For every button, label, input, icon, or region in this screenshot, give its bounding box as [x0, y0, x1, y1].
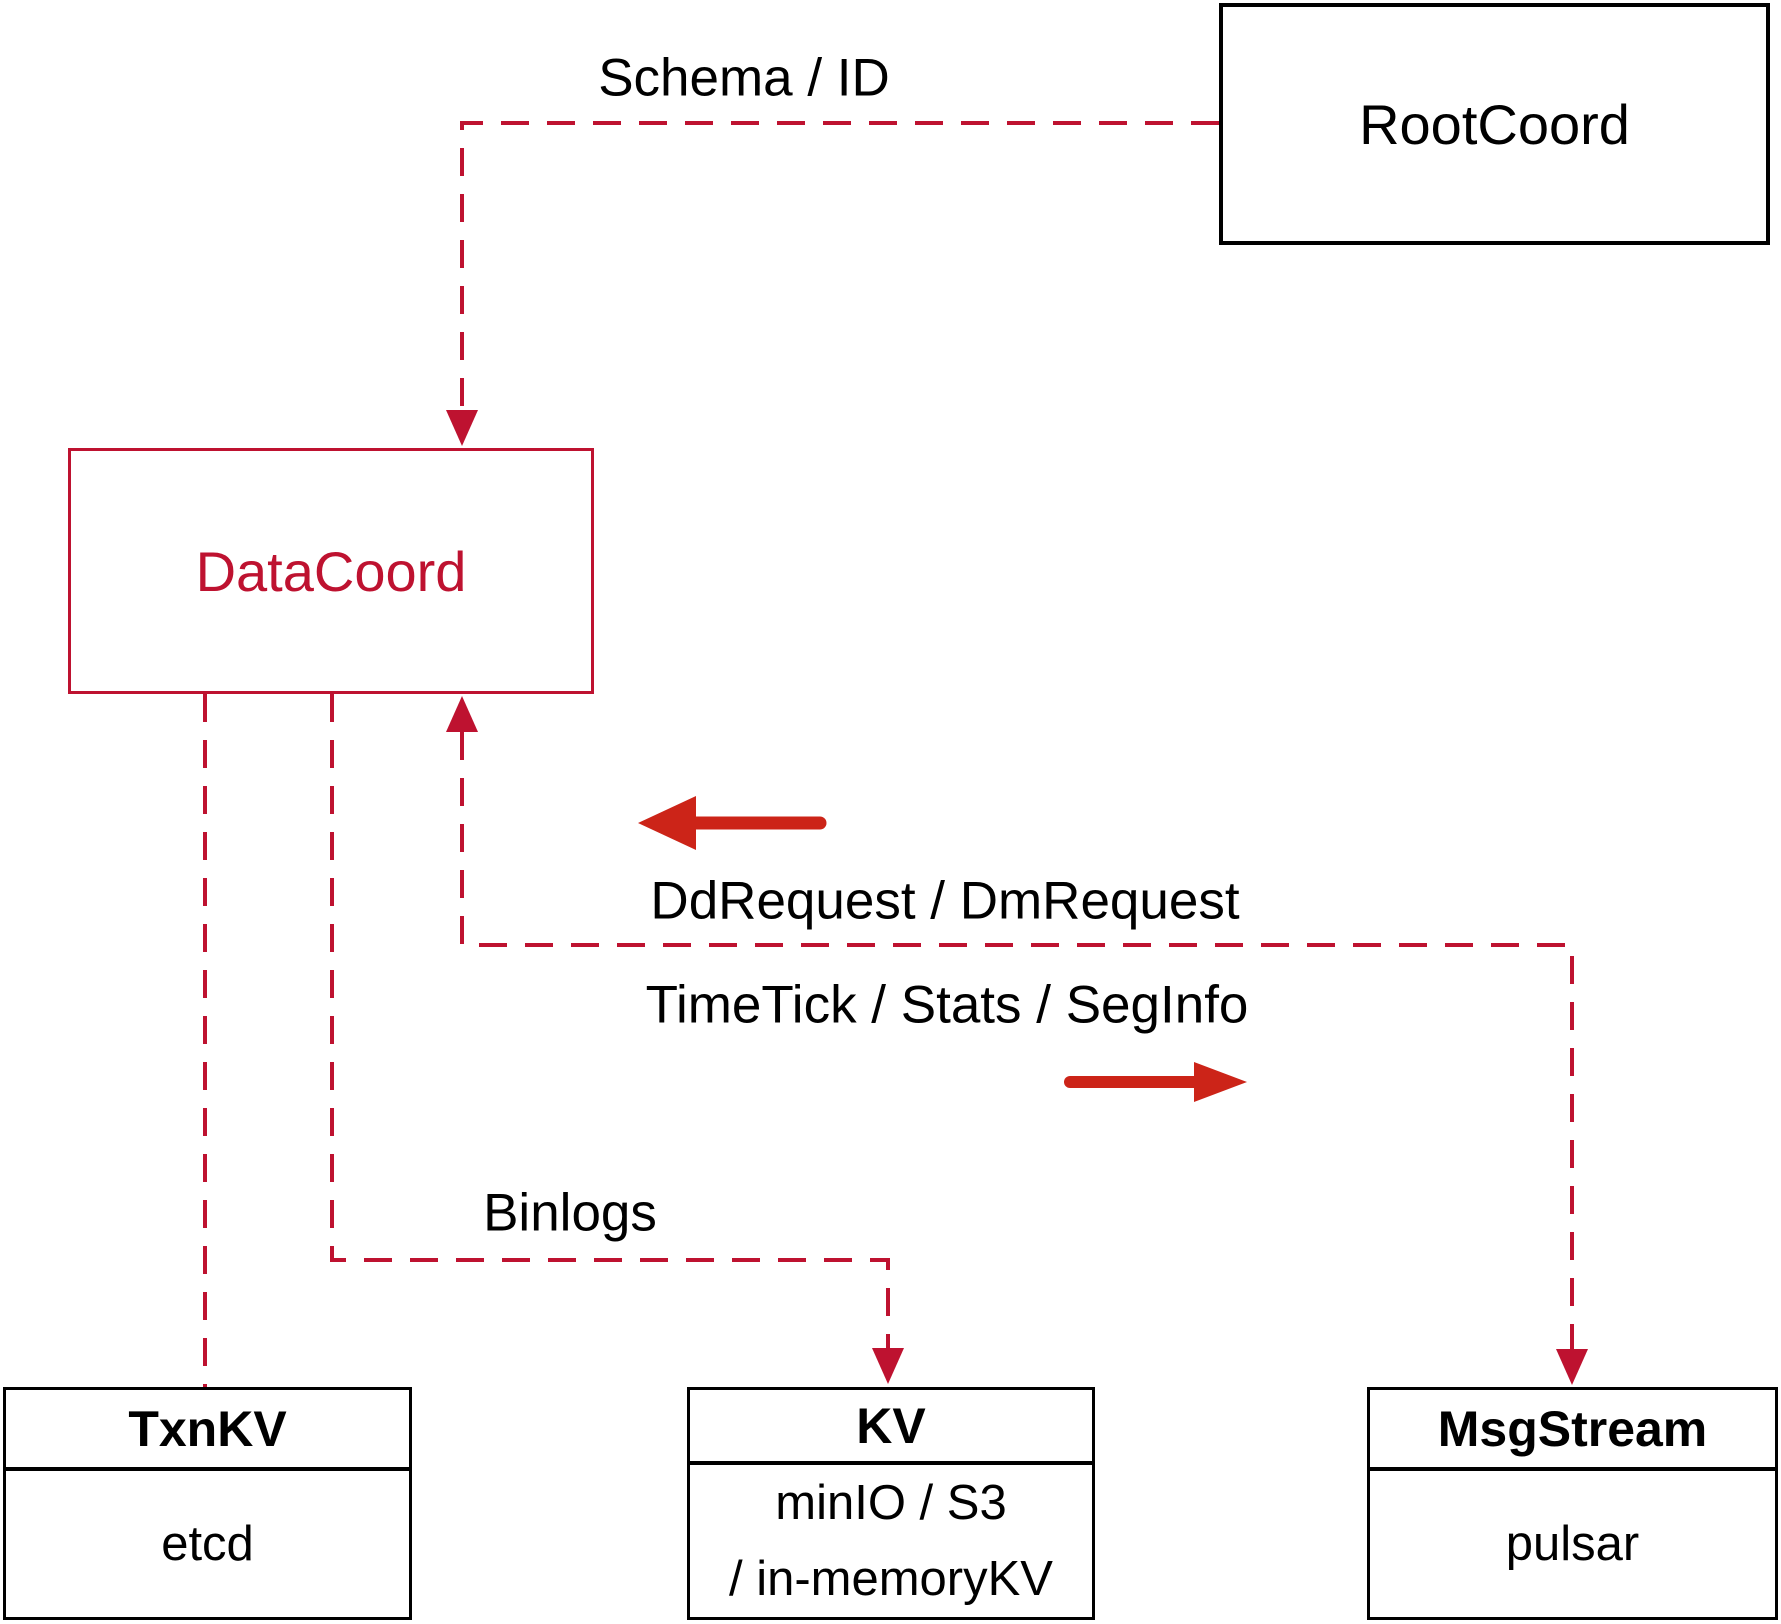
schema-id-dashed-line: [460, 121, 1219, 410]
binlogs-dashed-line: [330, 694, 890, 1348]
schema-id-edge-label: Schema / ID: [598, 48, 890, 108]
binlogs-arrowhead: [872, 1348, 904, 1384]
msgstream-title: MsgStream: [1370, 1390, 1775, 1471]
datacoord-node: DataCoord: [68, 448, 594, 694]
kv-body: minIO / S3 / in-memoryKV: [690, 1465, 1092, 1617]
txnkv-body: etcd: [161, 1517, 254, 1571]
kv-body-line2: / in-memoryKV: [728, 1552, 1053, 1606]
datacoord-to-msgstream-arrowhead: [1556, 1349, 1588, 1385]
datacoord-msgstream-dashed-line: [460, 732, 1574, 1349]
msgstream-to-datacoord-arrowhead: [446, 696, 478, 732]
left-direction-arrow-head: [638, 796, 696, 850]
datacoord-label: DataCoord: [195, 539, 467, 603]
dd-request-edge-label: DdRequest / DmRequest: [650, 871, 1240, 931]
kv-title: KV: [690, 1390, 1092, 1465]
right-direction-arrow-head: [1194, 1062, 1247, 1102]
msgstream-body: pulsar: [1505, 1517, 1640, 1571]
kv-node: KV minIO / S3 / in-memoryKV: [687, 1387, 1095, 1620]
timetick-edge-label: TimeTick / Stats / SegInfo: [645, 975, 1249, 1035]
schema-id-arrowhead: [446, 410, 478, 446]
txnkv-title: TxnKV: [6, 1390, 409, 1471]
rootcoord-node: RootCoord: [1219, 3, 1770, 245]
msgstream-node: MsgStream pulsar: [1367, 1387, 1778, 1620]
kv-body-line1: minIO / S3: [775, 1476, 1007, 1530]
rootcoord-label: RootCoord: [1359, 92, 1630, 156]
txnkv-node: TxnKV etcd: [3, 1387, 412, 1620]
binlogs-edge-label: Binlogs: [483, 1183, 657, 1243]
